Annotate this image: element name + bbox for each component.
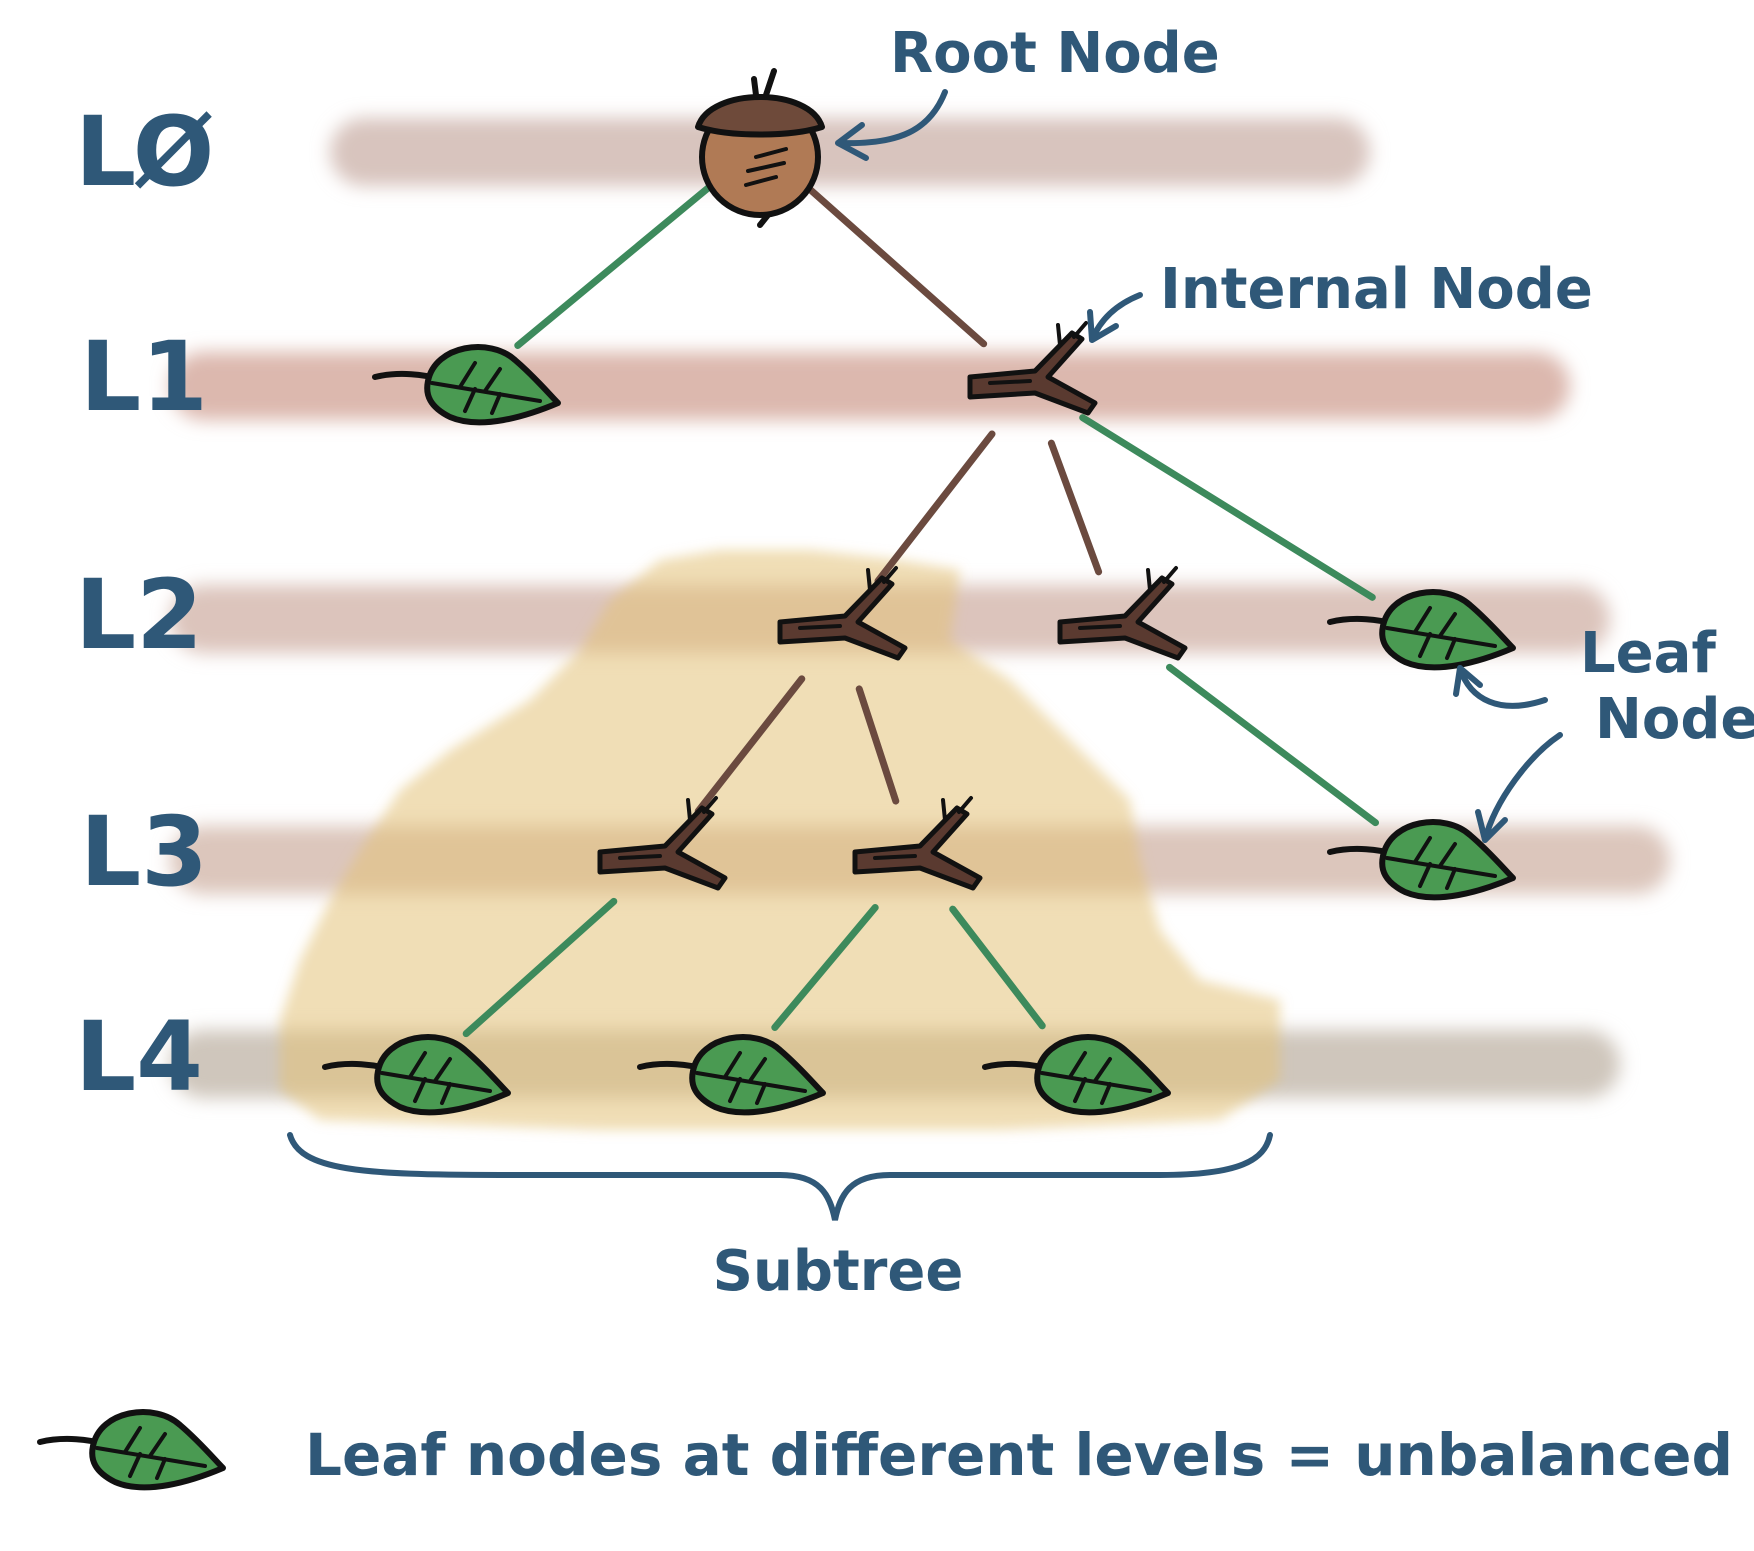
level-band-1 <box>170 352 1570 420</box>
level-label-2: L2 <box>75 559 203 671</box>
branch-icon <box>597 796 728 891</box>
root-node-arrow <box>835 89 948 161</box>
leaf-icon <box>982 1034 1171 1116</box>
level-label-4: L4 <box>75 1001 203 1113</box>
subtree-brace <box>287 1132 1273 1221</box>
acorn-icon <box>695 68 825 228</box>
edge-l1b-l2c <box>1079 414 1376 601</box>
legend: Leaf nodes at different levels = unbalan… <box>37 1409 1733 1491</box>
edge-l3b-l4b <box>771 904 879 1031</box>
edge-root-l1a <box>514 181 716 349</box>
tree-nodes <box>322 68 1516 1116</box>
leaf-node-arrow-1 <box>1453 665 1548 709</box>
edge-l2a-l3a <box>694 675 806 815</box>
leaf-icon <box>637 1034 826 1116</box>
branch-icon <box>1057 566 1188 661</box>
branch-icon <box>777 566 908 661</box>
leaf-icon <box>322 1034 511 1116</box>
edge-root-l1b <box>802 182 988 348</box>
edge-l3b-l4c <box>949 905 1046 1030</box>
branch-icon <box>852 796 983 891</box>
leaf-icon <box>372 344 561 426</box>
branch-icon <box>967 321 1098 416</box>
subtree-highlight <box>280 550 1280 1130</box>
level-label-3: L3 <box>80 796 208 908</box>
leaf-icon <box>37 1409 226 1491</box>
leaf-node-arrow-2 <box>1475 732 1563 843</box>
root-node-label: Root Node <box>890 21 1220 86</box>
edge-l2a-l3b <box>855 685 900 805</box>
level-label-0: LØ <box>75 96 214 208</box>
legend-text: Leaf nodes at different levels = unbalan… <box>305 1421 1733 1489</box>
subtree-label: Subtree <box>713 1239 964 1304</box>
tree-edges <box>462 181 1379 1038</box>
edge-l1b-l2a <box>874 430 996 585</box>
edge-l2b-l3c <box>1166 663 1379 827</box>
leaf-icon <box>1327 589 1516 671</box>
leaf-node-label-line1: Leaf <box>1580 621 1716 686</box>
leaf-icon <box>1327 819 1516 901</box>
internal-node-label: Internal Node <box>1160 257 1593 322</box>
edge-l1b-l2b <box>1047 439 1103 576</box>
level-label-1: L1 <box>80 321 208 433</box>
edge-l3a-l4a <box>462 897 618 1038</box>
level-labels: LØ L1 L2 L3 L4 <box>75 96 214 1113</box>
leaf-node-label-line2: Node <box>1595 687 1754 752</box>
internal-node-arrow <box>1087 292 1143 343</box>
